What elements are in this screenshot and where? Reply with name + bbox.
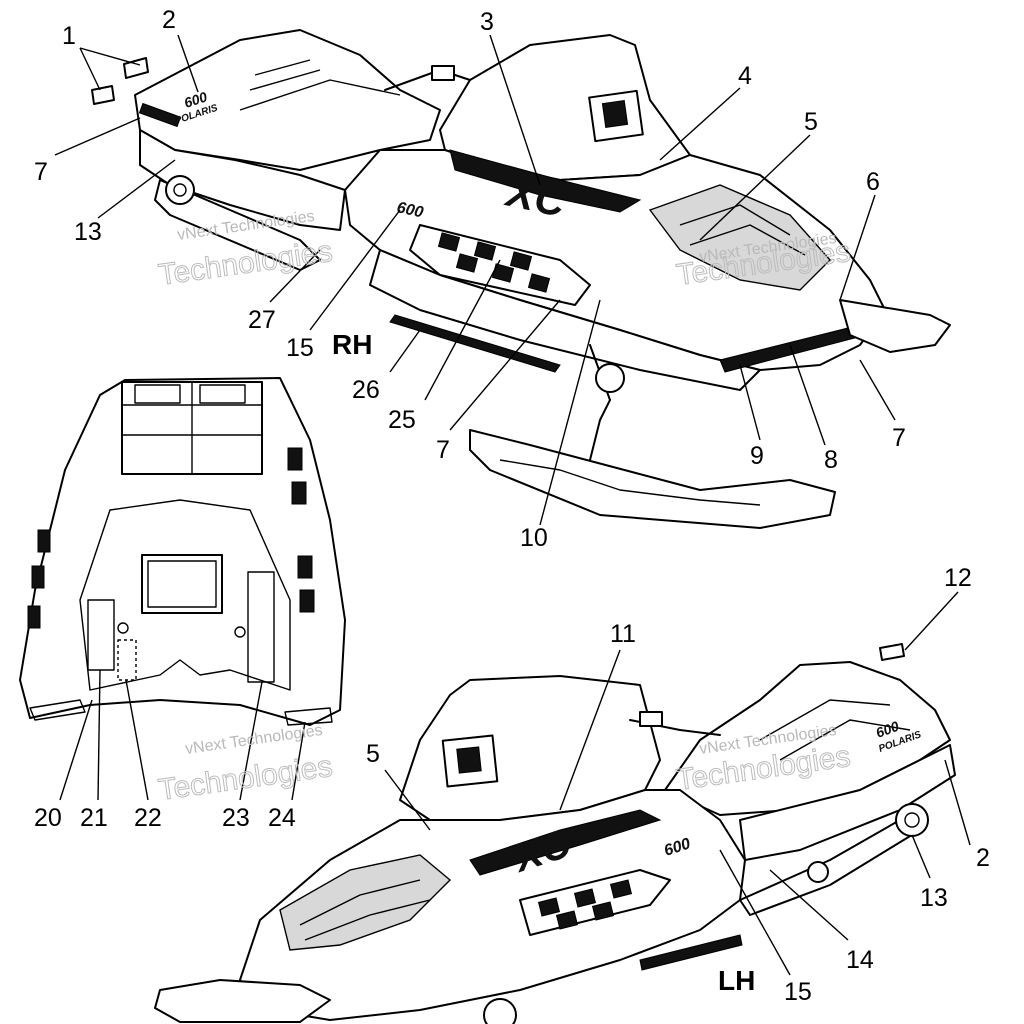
rh-callout-6: 6 <box>866 168 880 196</box>
hood-leader-lines <box>59 669 306 801</box>
lh-snowmobile-drawing: 600 POLARIS XC 600 <box>154 643 956 1024</box>
rh-ski <box>469 429 836 529</box>
lh-callout-12: 12 <box>944 564 972 592</box>
rh-callout-27: 27 <box>248 306 276 334</box>
rh-callout-8: 8 <box>824 446 838 474</box>
hood-callout-24: 24 <box>268 804 296 832</box>
rh-callout-10: 10 <box>520 524 548 552</box>
rh-callout-7c: 7 <box>892 424 906 452</box>
lh-callout-14: 14 <box>846 946 874 974</box>
rh-rear-engine-decal: 600 <box>182 88 209 111</box>
rh-callout-7b: 7 <box>436 436 450 464</box>
rh-leader-lines <box>54 34 896 526</box>
rh-callout-3: 3 <box>480 8 494 36</box>
lh-callout-15: 15 <box>784 978 812 1006</box>
lh-side-label: LH <box>718 965 755 996</box>
lh-callout-13: 13 <box>920 884 948 912</box>
lh-decal-12 <box>879 643 905 661</box>
rh-callout-25: 25 <box>388 406 416 434</box>
lh-rear-engine-decal: 600 <box>874 718 902 741</box>
rh-snowmobile-drawing: 600 POLARIS XC 600 <box>91 29 951 529</box>
lh-hood <box>239 789 746 1021</box>
lh-leader-lines <box>384 591 971 976</box>
watermark-3-line2: Technologies <box>156 750 334 807</box>
rh-checker-decal <box>409 224 591 306</box>
lh-checker-decal <box>519 869 671 936</box>
rh-decal-1b <box>123 57 149 79</box>
hood-callout-20: 20 <box>34 804 62 832</box>
rh-callout-9: 9 <box>750 442 764 470</box>
lh-ski <box>154 979 331 1023</box>
rh-side-label: RH <box>332 329 372 360</box>
hood-decal-22 <box>117 639 137 681</box>
rh-callout-1: 1 <box>62 22 76 50</box>
hood-decal-21 <box>87 599 115 671</box>
hood-top-view <box>19 377 346 726</box>
rh-callout-13: 13 <box>74 218 102 246</box>
rh-callouts: 1 2 3 4 5 6 7 13 27 15 RH 26 25 7 10 9 8… <box>34 6 906 552</box>
rh-callout-2: 2 <box>162 6 176 34</box>
hood-callouts: 20 21 22 23 24 <box>34 804 296 832</box>
rh-callout-15: 15 <box>286 334 314 362</box>
rh-decal-1a <box>91 85 115 105</box>
rh-hood-engine-decal: 600 <box>395 199 425 221</box>
rh-tunnel-side <box>139 129 346 231</box>
lh-callouts: 11 12 5 2 13 14 15 LH <box>366 564 990 1006</box>
rh-callout-5: 5 <box>804 108 818 136</box>
rh-callout-4: 4 <box>738 62 752 90</box>
hood-decal-23 <box>247 571 275 683</box>
hood-callout-22: 22 <box>134 804 162 832</box>
hood-callout-21: 21 <box>80 804 108 832</box>
rh-callout-7a: 7 <box>34 158 48 186</box>
lh-callout-5: 5 <box>366 740 380 768</box>
rh-callout-26: 26 <box>352 376 380 404</box>
lh-callout-11: 11 <box>610 620 636 648</box>
lh-callout-2: 2 <box>976 844 990 872</box>
hood-callout-23: 23 <box>222 804 250 832</box>
